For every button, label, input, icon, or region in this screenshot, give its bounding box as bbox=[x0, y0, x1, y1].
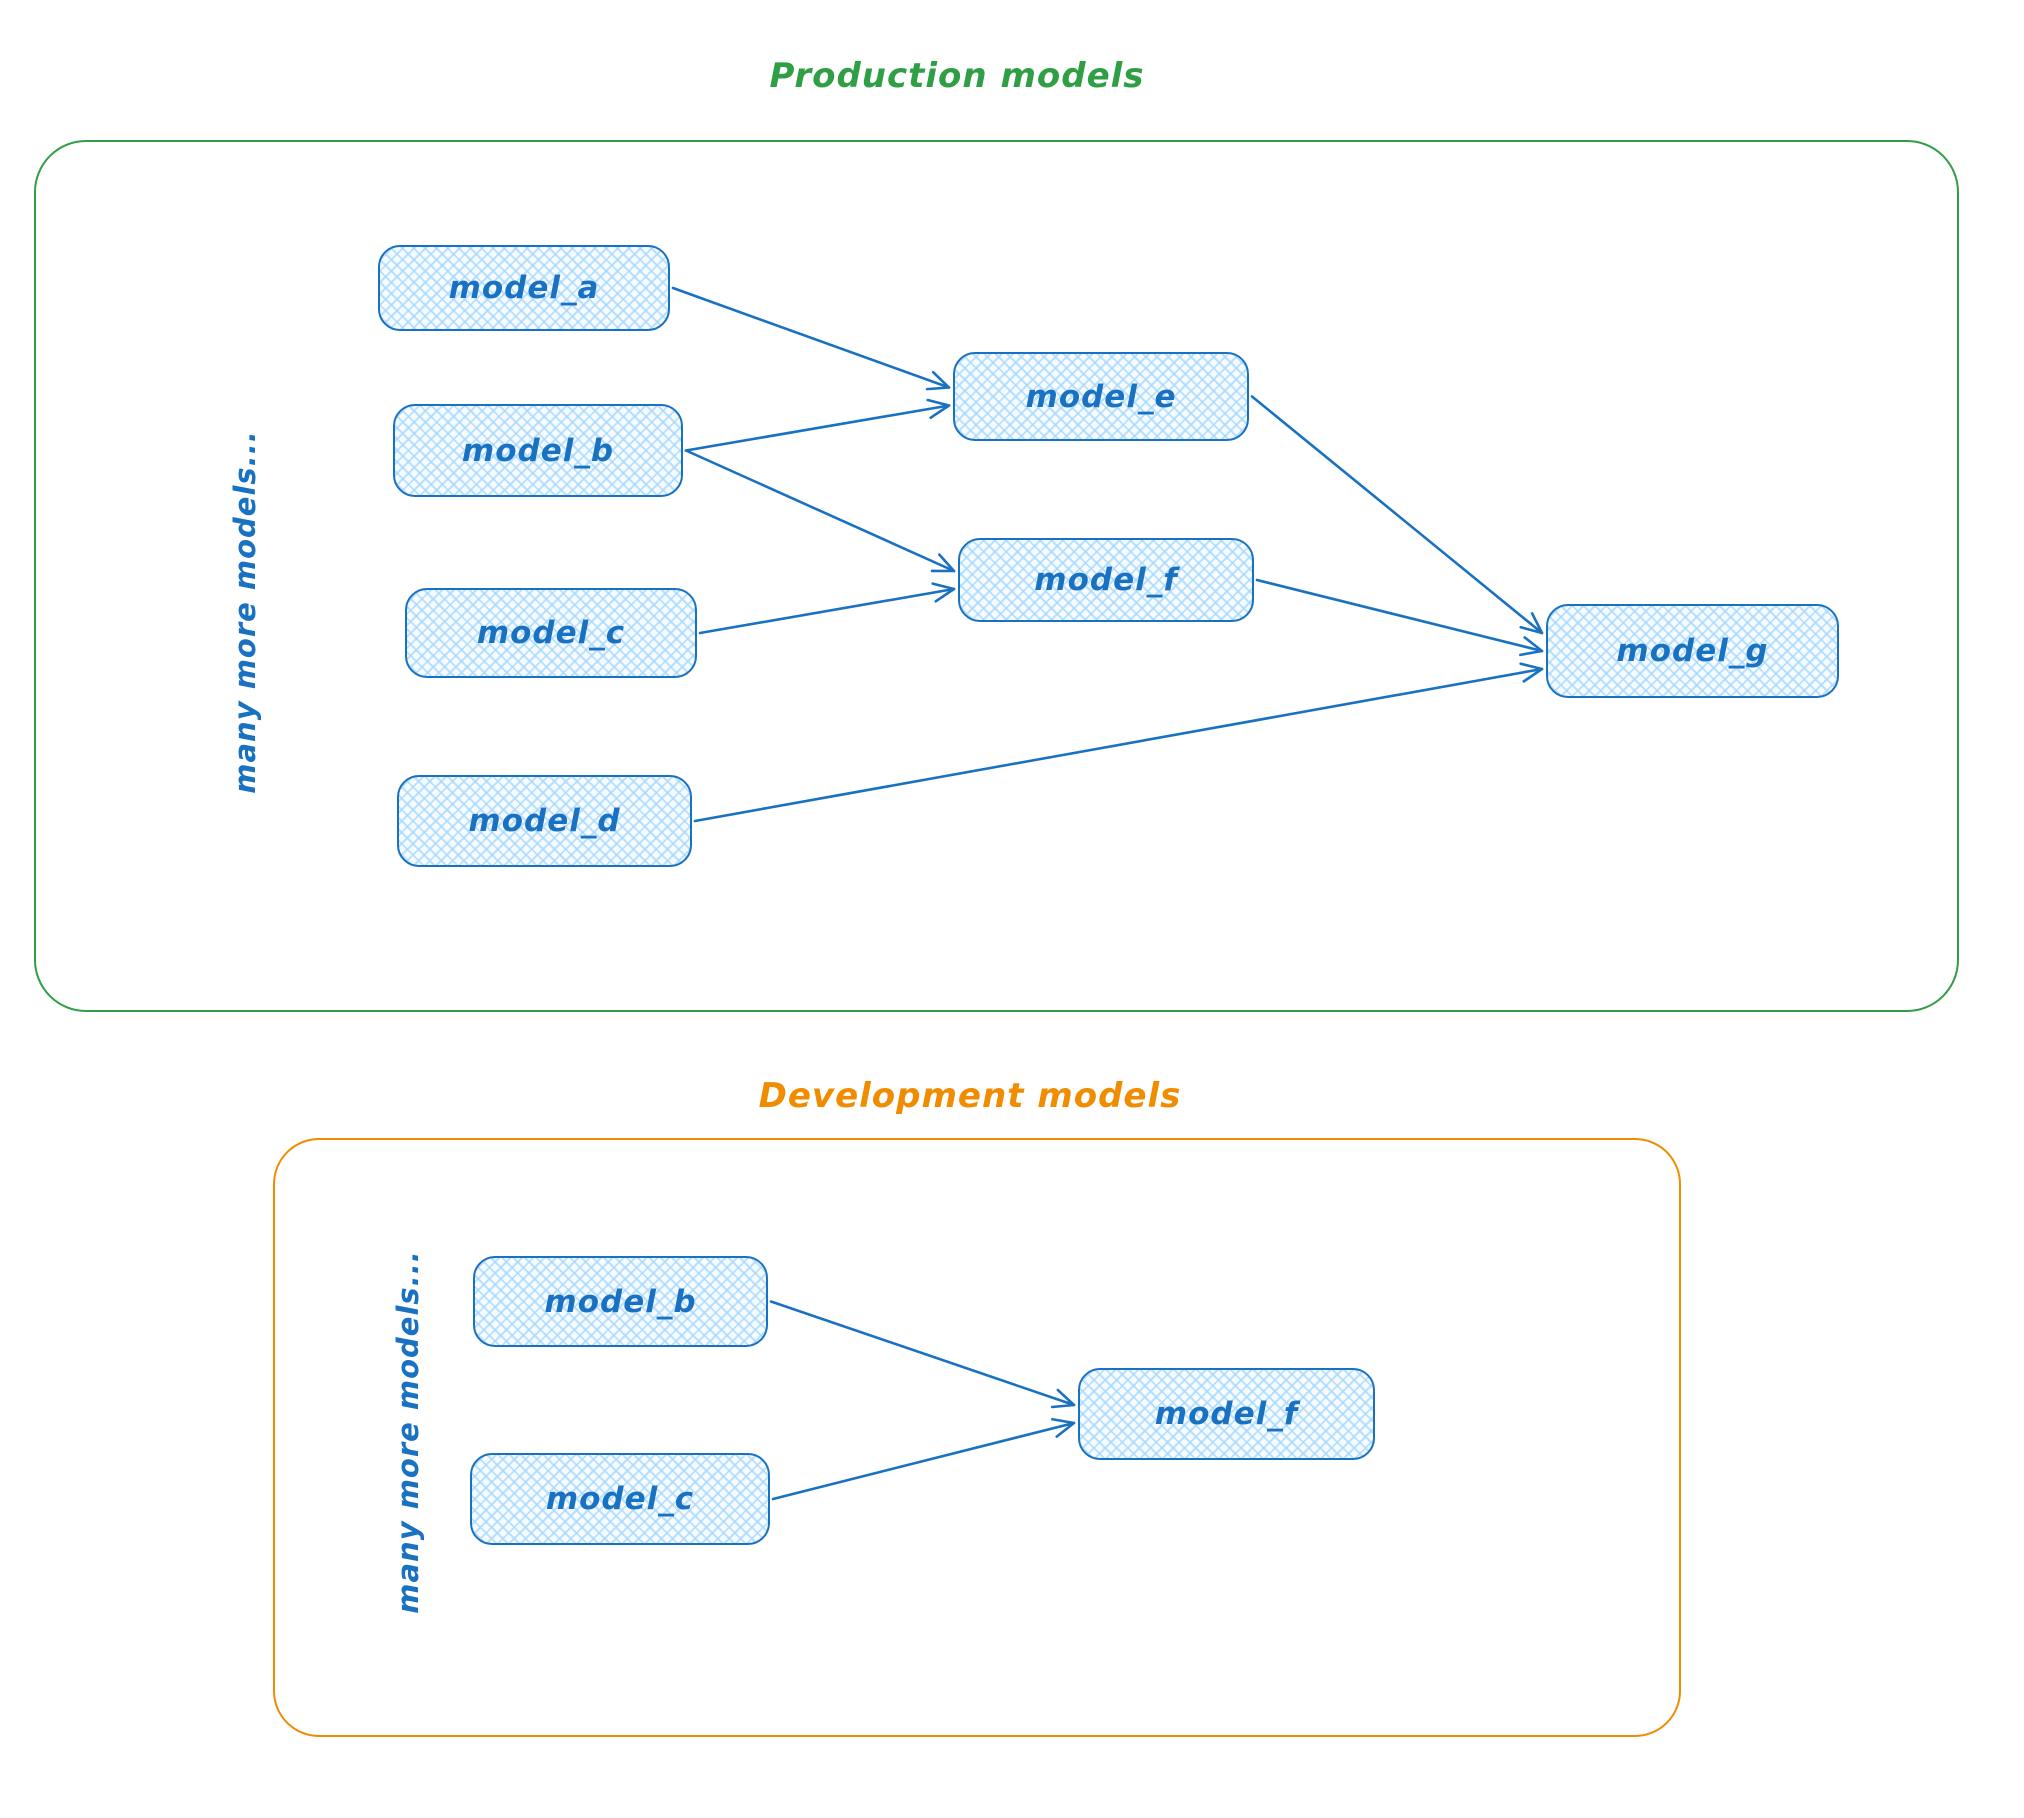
production-side-label: many more models... bbox=[228, 430, 262, 794]
node-label: model_b bbox=[461, 432, 615, 469]
production-section-title: Production models bbox=[769, 56, 1145, 96]
node-label: model_f bbox=[1154, 1396, 1299, 1432]
node-dev-model-f: model_f bbox=[1078, 1368, 1375, 1460]
node-model-e: model_e bbox=[953, 352, 1249, 441]
node-model-b: model_b bbox=[393, 404, 683, 497]
production-section-container bbox=[34, 140, 1959, 1012]
node-label: model_g bbox=[1616, 633, 1769, 669]
node-model-f: model_f bbox=[958, 538, 1254, 622]
node-label: model_d bbox=[468, 803, 621, 839]
node-label: model_b bbox=[544, 1283, 697, 1320]
development-side-label: many more models... bbox=[391, 1250, 425, 1614]
node-label: model_c bbox=[476, 615, 626, 651]
node-model-d: model_d bbox=[397, 775, 692, 867]
node-label: model_a bbox=[448, 270, 600, 306]
development-section-title: Development models bbox=[758, 1076, 1182, 1116]
node-label: model_f bbox=[1034, 562, 1178, 598]
node-model-g: model_g bbox=[1546, 604, 1839, 698]
development-section-container bbox=[273, 1138, 1681, 1737]
node-dev-model-c: model_c bbox=[470, 1453, 770, 1545]
node-model-c: model_c bbox=[405, 588, 697, 678]
node-label: model_c bbox=[545, 1481, 695, 1517]
node-dev-model-b: model_b bbox=[473, 1256, 768, 1347]
node-label: model_e bbox=[1025, 378, 1177, 415]
node-model-a: model_a bbox=[378, 245, 670, 331]
